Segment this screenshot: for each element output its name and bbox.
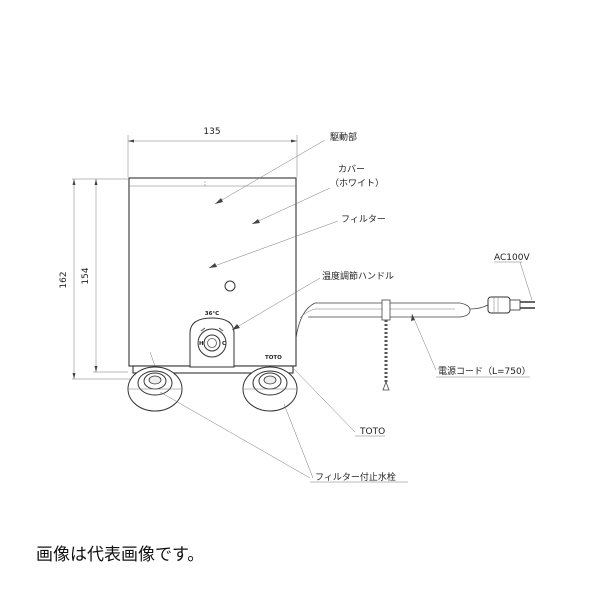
- height-inner-value: 154: [81, 267, 91, 284]
- knob-cold-mark: C: [222, 341, 226, 347]
- label-brand: TOTO: [359, 427, 385, 437]
- power-cord: [295, 296, 535, 391]
- body-brand-text: TOTO: [265, 355, 282, 361]
- height-outer-value: 162: [59, 271, 69, 288]
- indicator-window: [224, 280, 236, 292]
- image-caption: 画像は代表画像です。: [36, 545, 205, 565]
- height-inner-dimension: 154: [81, 179, 128, 373]
- label-cover-color: （ホワイト）: [330, 178, 384, 189]
- temperature-knob: 36°C H C: [189, 311, 235, 368]
- left-wheel: [127, 366, 183, 412]
- knob-hot-mark: H: [199, 341, 204, 347]
- label-filter-valve: フィルター付止水栓: [315, 471, 396, 483]
- label-cover: カバー: [338, 164, 365, 175]
- label-temp-handle: 温度調節ハンドル: [322, 270, 394, 282]
- plug-body: [487, 296, 511, 314]
- label-voltage: AC100V: [494, 253, 530, 263]
- knob-temp-marking: 36°C: [205, 311, 219, 317]
- width-dimension: 135: [127, 127, 298, 177]
- right-wheel: [242, 366, 298, 412]
- label-filter: フィルター: [341, 214, 386, 225]
- label-drive-unit: 駆動部: [330, 131, 357, 143]
- label-power-cord: 電源コード（L=750）: [438, 366, 531, 377]
- width-value: 135: [203, 127, 220, 137]
- leader-lines: [159, 139, 533, 479]
- height-outer-dimension: 162: [59, 178, 130, 380]
- callout-labels: 駆動部 カバー （ホワイト） フィルター 温度調節ハンドル AC100V 電源コ…: [310, 131, 531, 483]
